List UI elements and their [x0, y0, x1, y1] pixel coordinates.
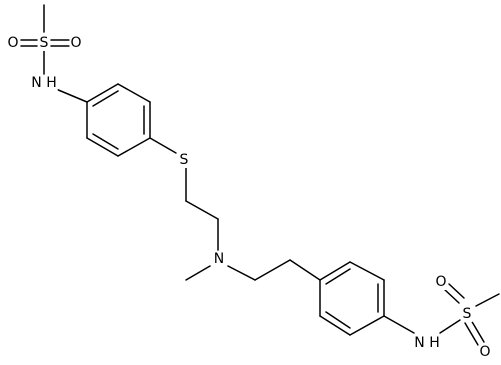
- atom-label-backing: [413, 335, 441, 351]
- bonds: [20, 4, 500, 346]
- bond-ch2c-ch2d: [254, 259, 291, 281]
- bond-ring2-inner-3: [325, 311, 351, 329]
- bond-s2-methyl: [475, 293, 500, 307]
- atom-label-backing: [434, 274, 448, 290]
- bond-ring2-n2: [383, 315, 415, 334]
- atom-label-backing: [461, 306, 473, 322]
- atom-sulfur-1: S: [40, 35, 49, 51]
- bond-ring1-1: [86, 83, 119, 103]
- bond-ring2-5: [319, 315, 351, 336]
- atom-nitrogen-h-2: N H: [414, 335, 439, 351]
- bond-s2-o4-b: [470, 319, 485, 343]
- bond-ring2-4: [349, 315, 385, 336]
- atom-label-backing: [38, 35, 50, 51]
- bond-n-ch2c: [227, 265, 256, 281]
- atom-label-backing: [478, 344, 492, 360]
- bond-ch2a-ch2b: [185, 200, 219, 220]
- bond-s2-o4-a: [464, 322, 479, 346]
- atom-nitrogen-h-1: N H: [31, 75, 56, 91]
- atom-label-backing: [6, 35, 20, 51]
- bond-ring1-s-thio: [149, 137, 177, 154]
- bond-n1-ring1: [55, 88, 88, 103]
- bond-ring2-inner-1: [325, 268, 351, 285]
- atom-oxygen-1: O: [7, 35, 18, 51]
- atom-oxygen-3: O: [435, 274, 446, 290]
- atom-label-backing: [212, 251, 226, 267]
- atom-sulfur-thioether: S: [180, 152, 189, 168]
- atom-label-backing: [30, 75, 58, 91]
- bond-ring1-inner-3: [92, 133, 119, 150]
- atom-nitrogen-amine: N: [214, 251, 224, 267]
- bond-ring2-1: [319, 261, 351, 281]
- bond-ring2-2: [349, 261, 385, 281]
- atom-oxygen-2: O: [70, 35, 81, 51]
- bond-ch2d-ring2: [289, 259, 321, 281]
- bond-ring1-inner-1: [92, 90, 119, 107]
- atom-sulfur-2: S: [463, 306, 472, 322]
- atom-oxygen-4: O: [479, 344, 490, 360]
- bond-s2-o3-b: [448, 283, 465, 299]
- bond-ring1-5: [86, 137, 119, 157]
- bond-n-methyl: [185, 265, 211, 281]
- bond-n2-s2: [439, 319, 461, 334]
- bond-s2-o3-a: [443, 288, 460, 304]
- bond-ring1-4: [117, 137, 151, 157]
- bond-ring1-2: [117, 83, 151, 103]
- atom-label-backing: [69, 35, 83, 51]
- atom-labels: O S O N H S N N H S O O: [6, 35, 492, 360]
- atom-label-backing: [178, 152, 190, 168]
